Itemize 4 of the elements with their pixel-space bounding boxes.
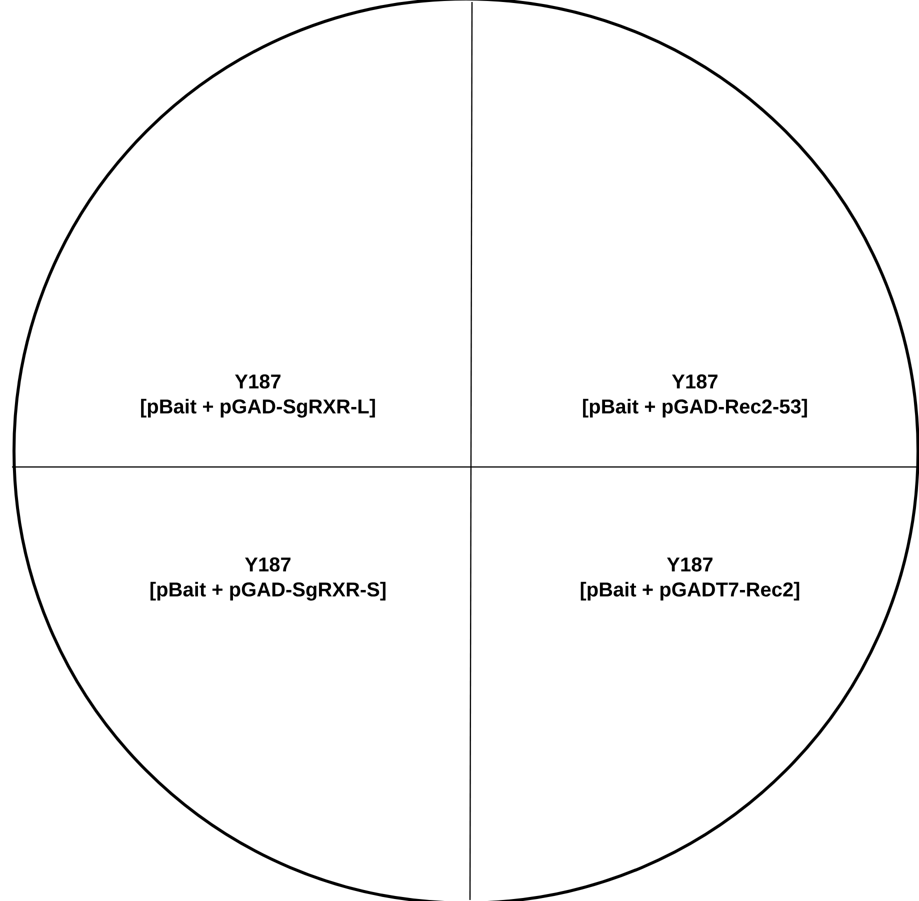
- quadrant-label: Y187 [pBait + pGADT7-Rec2]: [580, 557, 800, 601]
- quadrant-label: Y187 [pBait + pGAD-Rec2-53]: [583, 374, 807, 418]
- quadrant-label: Y187 [pBait + pGAD-SgRXR-S]: [150, 557, 386, 601]
- quadrant-label: Y187 [pBait + pGAD-SgRXR-L]: [141, 374, 375, 418]
